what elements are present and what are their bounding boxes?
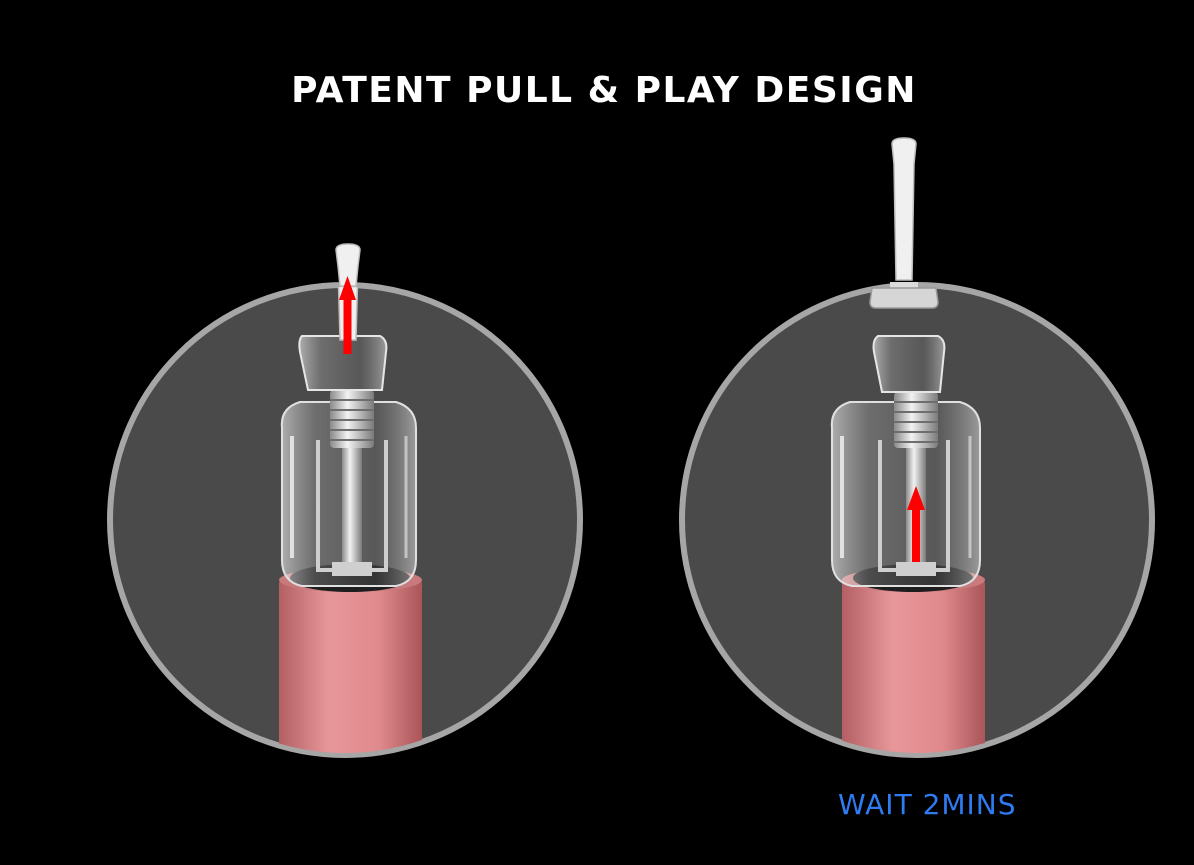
mouthpiece-icon	[869, 137, 939, 309]
battery-tube	[842, 578, 985, 753]
center-post	[342, 448, 362, 566]
wait-caption: WAIT 2MINS	[838, 788, 1017, 821]
red-arrow-icon	[339, 276, 356, 354]
red-arrow-icon	[907, 486, 925, 562]
wait-step-illustration	[676, 130, 1158, 765]
threaded-post	[894, 392, 938, 448]
wait-step-svg	[679, 137, 1155, 758]
cartridge-illustration	[830, 335, 985, 753]
pull-step-svg	[107, 243, 583, 758]
cartridge-illustration	[279, 287, 422, 753]
mouthpiece-collar	[298, 335, 388, 391]
page-title: PATENT PULL & PLAY DESIGN	[291, 70, 917, 111]
mouthpiece-collar	[872, 335, 946, 393]
pull-step-illustration	[104, 240, 586, 765]
battery-tube	[279, 578, 422, 753]
glass-tank	[830, 401, 981, 587]
